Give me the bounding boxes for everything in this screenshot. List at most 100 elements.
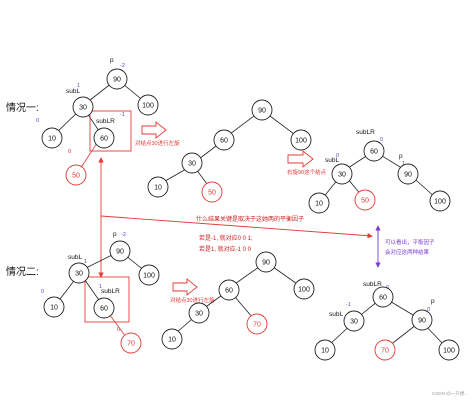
node-100: [429, 190, 451, 212]
note-left-rotate-1: 对结点30进行左旋: [135, 139, 180, 147]
node-90: [255, 251, 277, 273]
note-right-rotate: 右旋90这个结点: [287, 168, 327, 176]
bf-subL: 0: [336, 153, 339, 159]
bf-subLR: 0: [380, 137, 383, 143]
bf-70: 0: [117, 327, 120, 333]
svg-text:30: 30: [195, 311, 203, 318]
node-90: [106, 68, 128, 90]
svg-text:100: 100: [443, 348, 455, 355]
bf-p: 0: [427, 307, 430, 313]
svg-text:30: 30: [79, 105, 87, 112]
node-10: [314, 339, 336, 361]
node-30: [188, 302, 210, 324]
svg-text:100: 100: [295, 138, 307, 145]
arrow-right-rotate: [287, 150, 314, 168]
case1-tree1: p -2 subL 1 subLR -1 0 0 90 30 100 10 60…: [36, 57, 159, 186]
node-10: [41, 127, 63, 149]
node-30: [181, 152, 203, 174]
label-subLR: subLR: [101, 288, 120, 295]
svg-text:60: 60: [100, 136, 108, 143]
bf-p: -2: [120, 63, 125, 69]
node-100: [137, 94, 159, 116]
svg-text:10: 10: [168, 337, 176, 344]
bf-subLR: 1: [99, 284, 102, 290]
node-60: [93, 127, 115, 149]
subLR-highlight-box: [84, 276, 130, 323]
bf-subLR: -1: [120, 112, 125, 118]
node-90: [397, 163, 419, 185]
node-100: [290, 129, 312, 151]
svg-text:100: 100: [142, 103, 154, 110]
svg-text:10: 10: [154, 185, 162, 192]
label-p: p: [431, 298, 435, 305]
svg-text:30: 30: [338, 172, 346, 179]
svg-text:30: 30: [350, 319, 358, 326]
node-50-new: [65, 164, 87, 186]
arrow-left-rotate-2: [172, 278, 198, 296]
node-50-new: [354, 189, 376, 211]
node-60: [213, 129, 235, 151]
label-subLR: subLR: [96, 118, 115, 125]
case1-tree2: 90 60 100 30 10 50: [147, 99, 312, 203]
label-subL: subL: [329, 311, 343, 318]
bf-p: -2: [121, 232, 126, 238]
label-subL: subL: [66, 88, 80, 95]
node-100: [293, 278, 315, 300]
bf-10: 0: [36, 118, 39, 124]
node-10: [43, 296, 65, 318]
node-70-new: [374, 339, 396, 361]
arrow-left-rotate-1: [141, 121, 167, 139]
node-30: [343, 310, 365, 332]
note-purple-2: 会对应这两种结果: [385, 248, 430, 256]
svg-text:50: 50: [208, 190, 216, 197]
node-10: [308, 192, 330, 214]
svg-text:70: 70: [253, 322, 261, 329]
note-case-minus1: 若是-1, 就对应0 0 1;: [199, 234, 253, 242]
node-90: [411, 309, 433, 331]
case1-tree3: subLR subL p 0 0 1 60 30 90 10 50 100: [308, 129, 451, 214]
node-90: [251, 99, 273, 121]
node-30: [331, 163, 353, 185]
svg-text:50: 50: [361, 198, 369, 205]
label-p: p: [399, 153, 403, 160]
case1-title: 情况一:: [6, 101, 39, 114]
connector-to-purple: [100, 215, 373, 239]
svg-text:100: 100: [298, 287, 310, 294]
label-p: p: [113, 231, 117, 238]
node-10: [147, 176, 169, 198]
svg-text:60: 60: [100, 306, 108, 313]
svg-text:90: 90: [404, 172, 412, 179]
node-70-new: [246, 313, 268, 335]
node-60: [363, 140, 385, 162]
svg-text:50: 50: [72, 173, 80, 180]
label-subL: subL: [325, 157, 339, 164]
svg-text:10: 10: [321, 348, 329, 355]
svg-text:60: 60: [225, 288, 233, 295]
label-subL: subL: [68, 254, 82, 261]
note-key-factor: 什么结果关键是取决于这她两的平衡因子: [196, 215, 304, 223]
svg-text:10: 10: [50, 305, 58, 312]
node-10: [161, 328, 183, 350]
subLR-highlight-box: [89, 110, 132, 152]
bf-p: 1: [402, 161, 405, 167]
case2-title: 情况二:: [6, 265, 39, 278]
svg-text:90: 90: [262, 260, 270, 267]
bf-subL: 1: [77, 83, 80, 89]
svg-text:90: 90: [113, 77, 121, 84]
svg-text:100: 100: [143, 273, 155, 280]
case2-tree1: p -2 subL 1 subLR 1 0 0 90 30 100 10 60 …: [41, 231, 160, 354]
node-70-new: [120, 332, 142, 354]
label-p: p: [110, 57, 114, 64]
node-90: [109, 240, 131, 262]
watermark: CSDN @一只想...: [432, 390, 468, 397]
case2-tree3: subLR subL p 0 -1 0 60 30 90 10 70 100: [314, 281, 460, 361]
svg-text:70: 70: [127, 341, 135, 348]
note-purple-1: 可以看出，平衡因子: [385, 238, 435, 246]
svg-text:60: 60: [220, 138, 228, 145]
node-30: [68, 262, 90, 284]
svg-text:10: 10: [48, 136, 56, 143]
node-30: [72, 96, 94, 118]
svg-text:90: 90: [258, 108, 266, 115]
